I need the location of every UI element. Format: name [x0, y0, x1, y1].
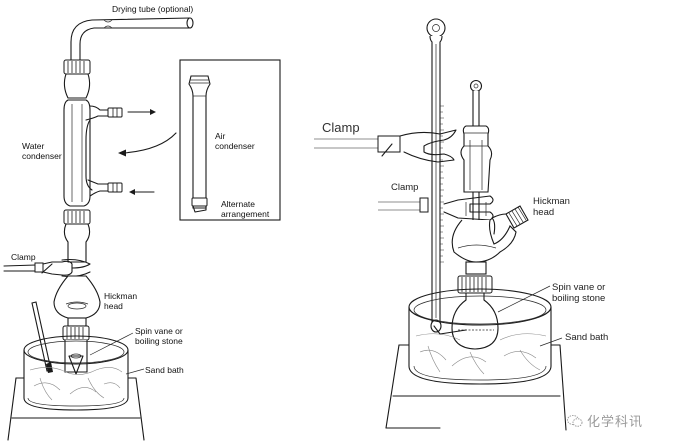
right-clamp-upper — [314, 129, 457, 163]
label-right-clamp-upper: Clamp — [322, 120, 360, 135]
left-sand-bath — [23, 335, 129, 411]
label-alternate-arrangement: Alternate arrangement — [221, 199, 270, 219]
label-left-hickman-head: Hickman head — [104, 291, 138, 311]
top-cap — [63, 59, 91, 99]
label-right-sand-bath: Sand bath — [565, 332, 609, 343]
right-flask — [451, 275, 499, 350]
left-hot-plate — [7, 377, 145, 441]
left-apparatus — [3, 17, 281, 441]
wechat-icon — [567, 414, 583, 428]
label-right-hickman-head: Hickman head — [533, 196, 570, 218]
left-hickman-head — [53, 275, 101, 327]
drying-tube — [70, 17, 194, 61]
label-air-condenser: Air condenser — [215, 131, 255, 151]
left-spin-vane-leader — [89, 332, 134, 356]
right-thermometer-large — [426, 18, 446, 333]
label-left-clamp: Clamp — [11, 252, 36, 262]
watermark: 化学科讯 — [567, 411, 643, 430]
right-spin-vane-leader — [497, 285, 551, 313]
label-right-spin-vane: Spin vane or boiling stone — [552, 282, 606, 304]
label-right-clamp-lower: Clamp — [391, 182, 419, 193]
watermark-text: 化学科讯 — [587, 414, 644, 429]
condenser-bottom-cap — [63, 209, 91, 263]
air-condenser-inset — [179, 59, 281, 221]
left-sand-bath-leader — [125, 368, 145, 375]
left-thermometer — [31, 301, 53, 373]
right-upper-tube — [460, 125, 493, 193]
label-left-sand-bath: Sand bath — [145, 365, 184, 375]
right-hickman-head — [451, 205, 529, 275]
label-water-condenser: Water condenser — [22, 141, 62, 161]
water-flow-arrows — [118, 109, 177, 195]
right-sand-bath-leader — [539, 337, 563, 347]
water-condenser — [63, 99, 123, 207]
right-hot-plate — [385, 344, 567, 431]
label-left-spin-vane: Spin vane or boiling stone — [135, 326, 183, 346]
left-vial — [62, 325, 90, 375]
right-sand-bath — [408, 288, 552, 385]
right-apparatus — [314, 18, 567, 431]
label-drying-tube: Drying tube (optional) — [112, 4, 194, 14]
